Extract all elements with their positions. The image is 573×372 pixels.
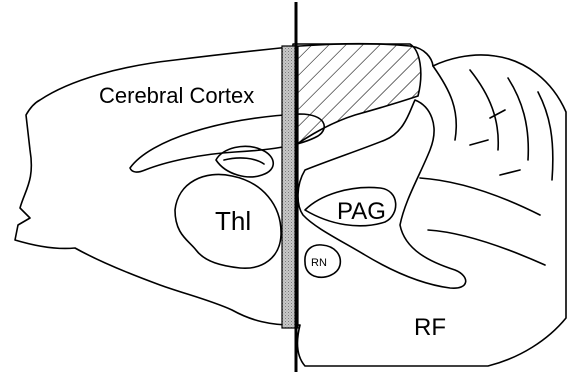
cerebellum-folia-3 — [508, 78, 528, 160]
cerebellum-folia-6 — [428, 230, 545, 265]
cerebellum-folia-4 — [538, 92, 553, 180]
label-pag: PAG — [337, 198, 386, 225]
label-reticular-formation: RF — [414, 314, 446, 341]
cerebellum-folia-2 — [470, 70, 498, 150]
hatched-cortical-region — [288, 44, 421, 150]
label-thalamus: Thl — [215, 206, 251, 236]
label-red-nucleus: RN — [311, 257, 327, 269]
cerebellum-folia-5 — [420, 178, 540, 215]
cerebellum-folia-1 — [433, 66, 456, 140]
label-cerebral-cortex: Cerebral Cortex — [99, 83, 254, 108]
